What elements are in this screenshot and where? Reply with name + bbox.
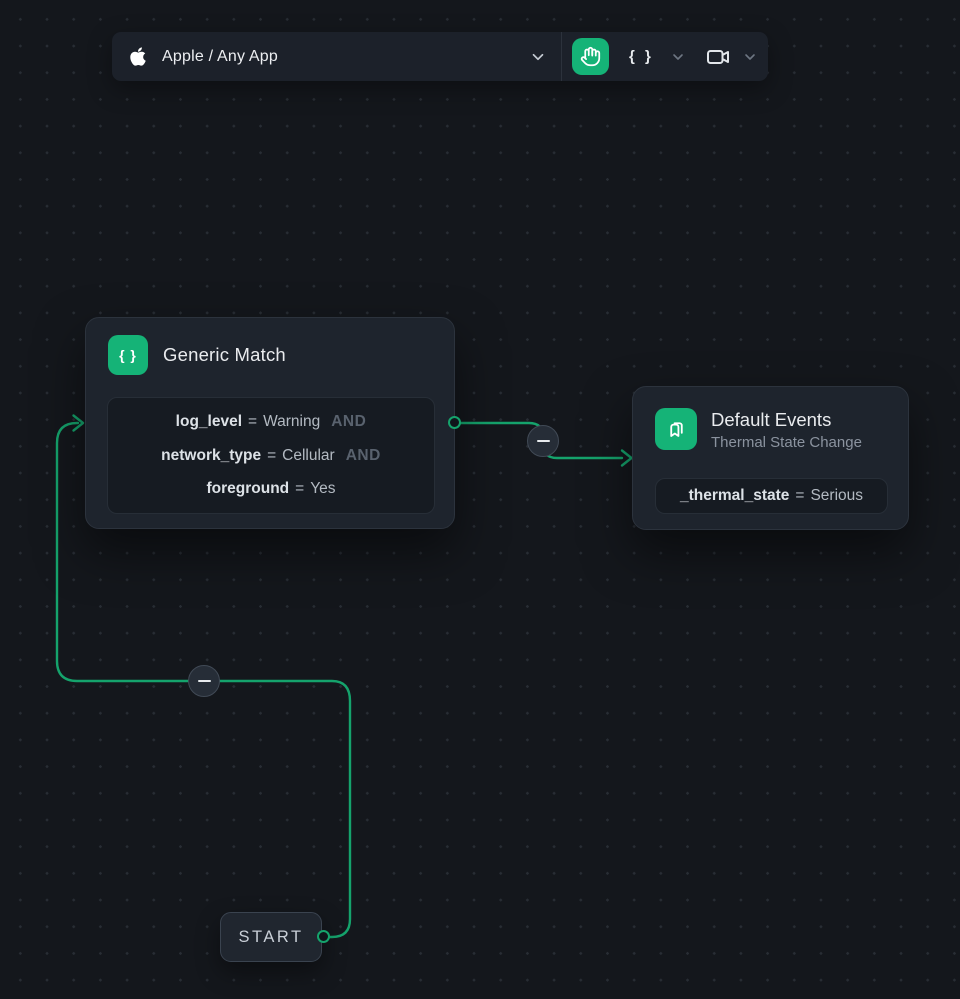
chevron-down-icon[interactable] (742, 49, 758, 65)
condition-conjunction: AND (345, 446, 381, 464)
edge-arrowhead-default-events (620, 449, 633, 467)
braces-icon: { } (108, 335, 148, 375)
edge-arrowhead-generic-match (72, 414, 85, 432)
top-toolbar: Apple / Any App { } (112, 32, 768, 81)
condition-conjunction: AND (331, 413, 367, 431)
output-port-start[interactable] (317, 930, 330, 943)
chevron-down-icon[interactable] (670, 49, 686, 65)
condition-key: log_level (175, 413, 243, 431)
condition-key: network_type (161, 446, 262, 464)
condition-operator: = (795, 487, 805, 504)
condition-row: log_level = Warning AND (176, 413, 367, 431)
condition-operator: = (248, 413, 258, 431)
condition-value: Serious (810, 487, 864, 504)
conditions-panel: log_level = Warning AND network_type = C… (107, 397, 435, 514)
hand-icon (580, 46, 601, 67)
pan-tool-button[interactable] (572, 38, 609, 75)
bookmark-icon (655, 408, 697, 450)
node-titles: Default Events Thermal State Change (711, 408, 862, 451)
condition-key: foreground (206, 479, 290, 497)
node-start[interactable]: START (220, 912, 322, 962)
condition-value: Cellular (282, 446, 335, 464)
condition-row: foreground = Yes (206, 480, 335, 498)
chevron-down-icon (532, 53, 544, 60)
node-header: { } Generic Match (86, 318, 454, 375)
variables-button[interactable]: { } (629, 48, 654, 65)
output-port-generic-match[interactable] (448, 416, 461, 429)
node-title: Default Events (711, 409, 832, 430)
toolbar-divider (561, 32, 562, 81)
node-title: Generic Match (163, 344, 286, 365)
app-selector-label: Apple / Any App (162, 47, 278, 65)
condition-key: _thermal_state (679, 487, 790, 504)
toolbar-actions: { } (562, 38, 768, 75)
condition-value: Warning (263, 413, 321, 431)
node-default-events[interactable]: Default Events Thermal State Change _the… (632, 386, 909, 530)
condition-row: network_type = Cellular AND (161, 447, 381, 465)
video-camera-icon[interactable] (706, 45, 730, 69)
edge-delete-button-1[interactable] (527, 425, 559, 457)
apple-logo-icon (130, 47, 146, 66)
condition-operator: = (267, 446, 277, 464)
start-label: START (238, 927, 304, 946)
minus-icon (197, 679, 211, 683)
node-header: Default Events Thermal State Change (633, 387, 908, 451)
condition-pill: _thermal_state = Serious (655, 478, 888, 514)
minus-icon (536, 439, 550, 443)
node-subtitle: Thermal State Change (711, 434, 862, 451)
app-selector-dropdown[interactable]: Apple / Any App (112, 46, 561, 67)
condition-value: Yes (310, 479, 336, 497)
edge-delete-button-2[interactable] (188, 665, 220, 697)
node-generic-match[interactable]: { } Generic Match log_level = Warning AN… (85, 317, 455, 529)
condition-operator: = (295, 479, 305, 497)
